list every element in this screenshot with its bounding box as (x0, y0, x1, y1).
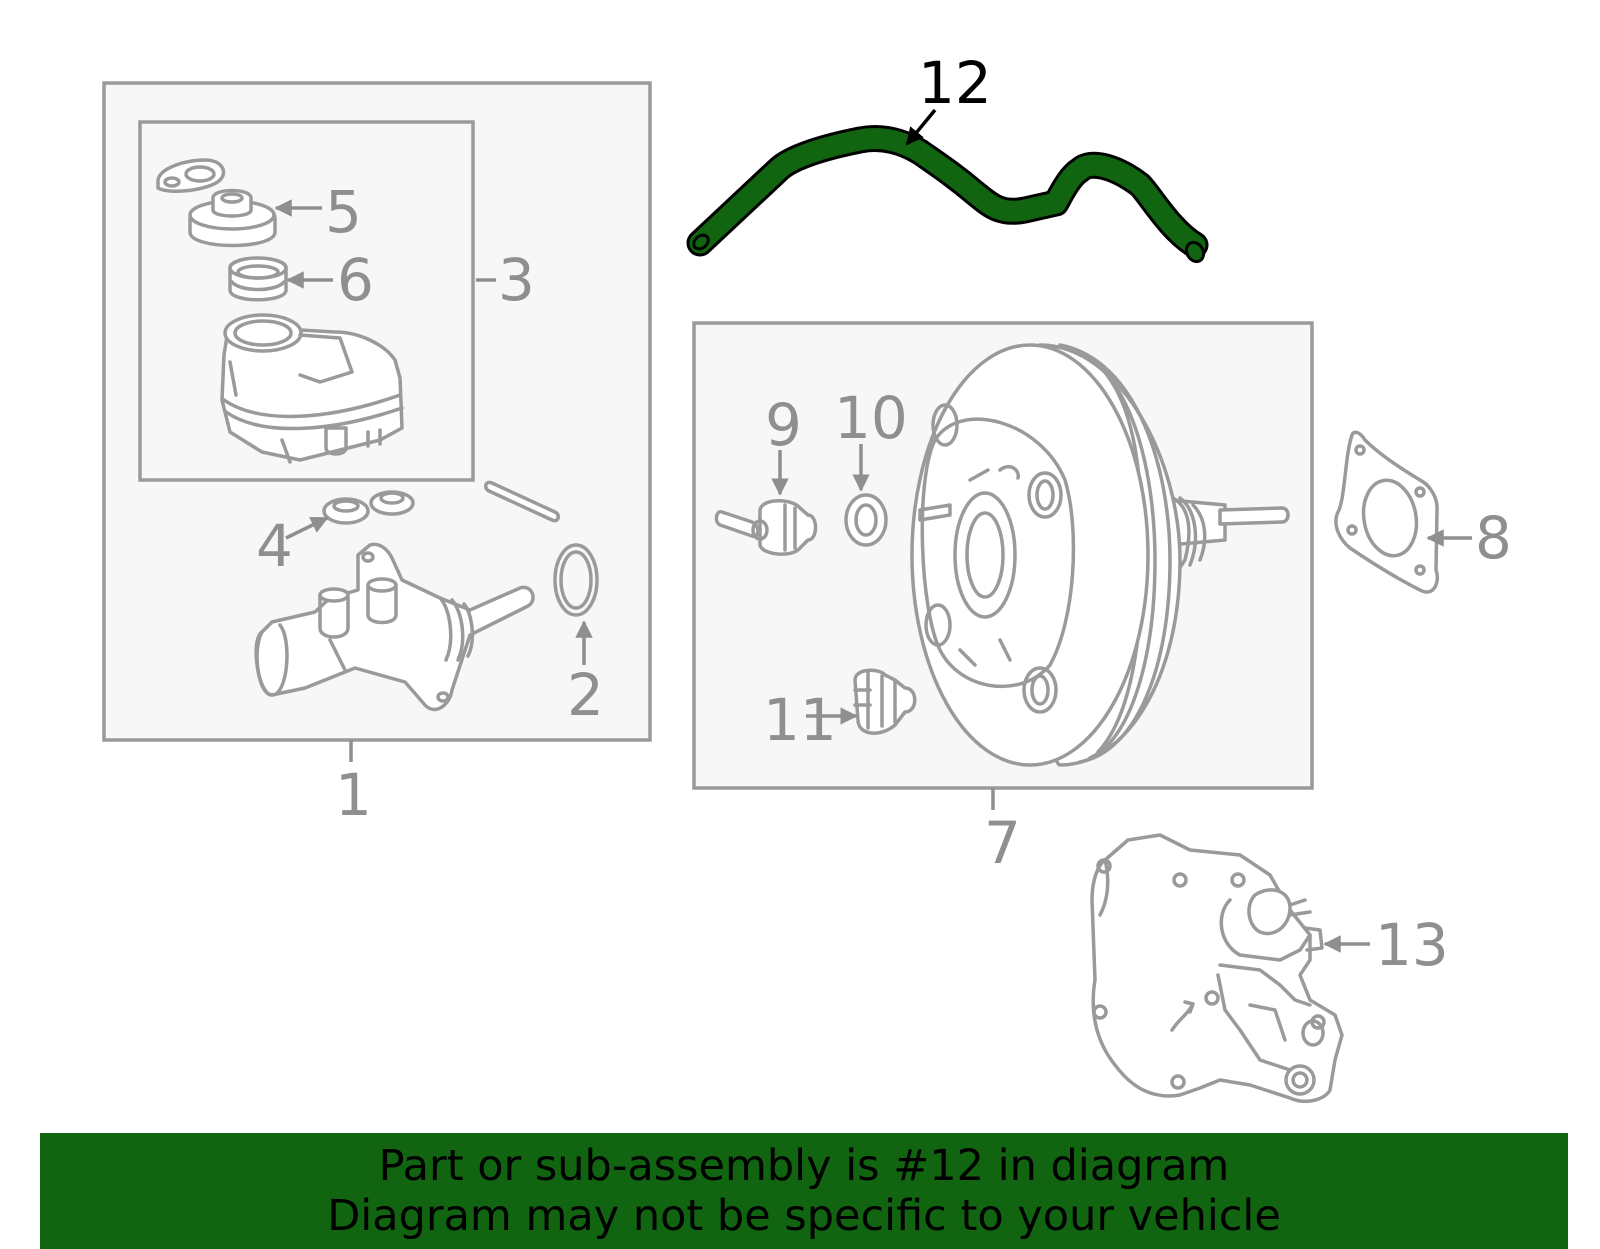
check-valve-part-9 (714, 499, 818, 556)
callout-6[interactable]: 6 (337, 246, 374, 314)
sensor-part-11 (853, 668, 917, 735)
vacuum-pump-part-13 (1090, 833, 1344, 1103)
o-ring-part-2 (553, 543, 599, 617)
banner-line-2: Diagram may not be specific to your vehi… (327, 1191, 1281, 1241)
brake-booster-part (910, 343, 1290, 767)
callout-7[interactable]: 7 (984, 809, 1021, 877)
reservoir-cap-part-5 (188, 188, 277, 248)
callout-2[interactable]: 2 (567, 661, 604, 729)
banner-line-1: Part or sub-assembly is #12 in diagram (378, 1141, 1230, 1191)
callout-13[interactable]: 13 (1375, 911, 1449, 979)
callout-10[interactable]: 10 (834, 384, 908, 452)
callout-8[interactable]: 8 (1475, 504, 1512, 572)
callout-11[interactable]: 11 (763, 686, 837, 754)
callout-1[interactable]: 1 (335, 761, 372, 829)
callout-4[interactable]: 4 (256, 512, 293, 580)
callout-12[interactable]: 12 (918, 49, 992, 117)
pin-part (484, 480, 560, 523)
grommet-part-10 (844, 493, 888, 547)
strainer-part-6 (228, 256, 288, 302)
info-banner: Part or sub-assembly is #12 in diagram D… (40, 1133, 1568, 1249)
vacuum-hose-part-12[interactable] (686, 125, 1209, 265)
callout-3[interactable]: 3 (498, 246, 535, 314)
reservoir-gasket-part (156, 158, 226, 194)
parts-diagram: 1 3 5 6 (102, 49, 1512, 1103)
master-cylinder-part (254, 542, 535, 712)
reservoir-tank-part (220, 313, 404, 464)
booster-gasket-part-8 (1334, 430, 1440, 594)
grommets-part-4 (322, 490, 415, 525)
callout-9[interactable]: 9 (765, 391, 802, 459)
callout-5[interactable]: 5 (325, 178, 362, 246)
